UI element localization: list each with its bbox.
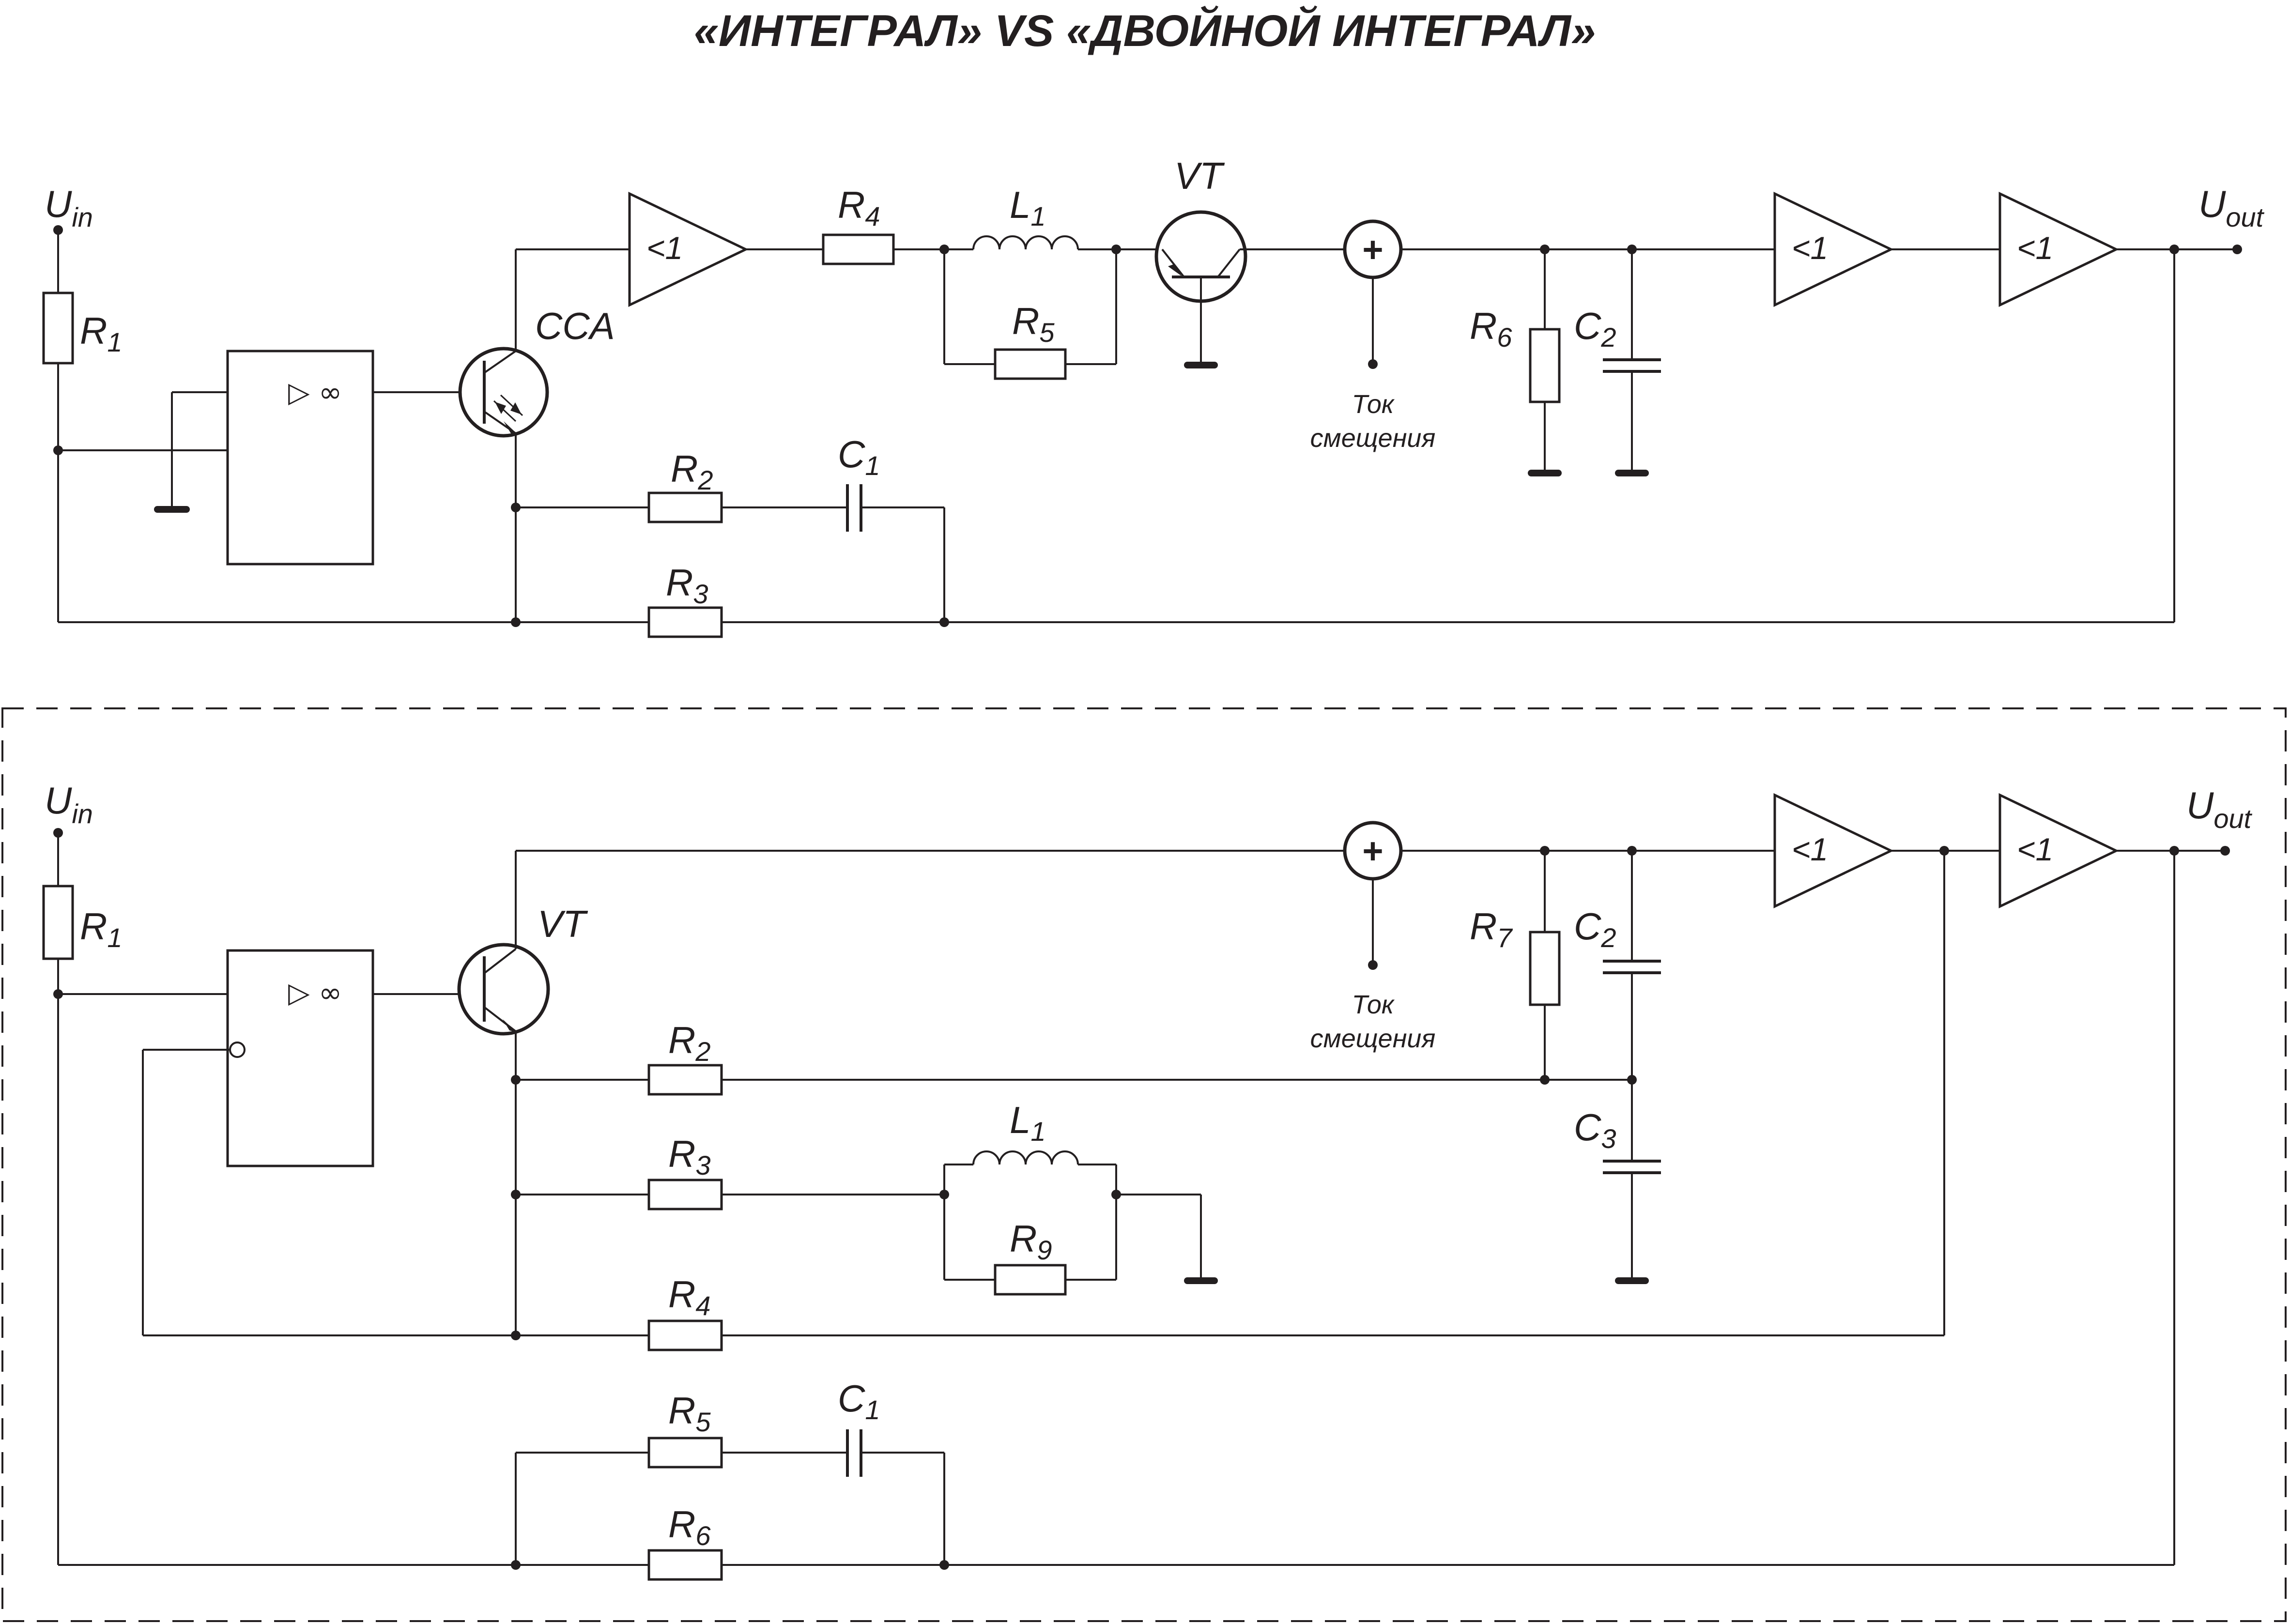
bottom-vt-label: VT <box>538 903 588 945</box>
bottom-comparator-symbol: ▷ ∞ <box>288 976 342 1009</box>
top-uin-label: Uin <box>45 183 93 232</box>
bottom-inverting-input-circle <box>229 1042 246 1058</box>
top-bias-label-line1: Ток <box>1352 390 1395 419</box>
top-l1-label: L1 <box>1010 184 1046 231</box>
svg-text:Uin: Uin <box>45 779 93 829</box>
top-circuit: + <box>42 154 2265 638</box>
bottom-r2-resistor <box>647 1064 723 1096</box>
bottom-uin-label: Uin <box>45 779 93 829</box>
bottom-r9-label: R9 <box>1010 1217 1052 1265</box>
bottom-r4-resistor <box>647 1319 723 1351</box>
bottom-r9-resistor <box>994 1264 1067 1296</box>
bottom-l1-label: L1 <box>1010 1099 1046 1147</box>
bottom-amp-2-label: <1 <box>2017 831 2053 867</box>
top-r1-label: R1 <box>80 309 123 357</box>
bottom-r3-resistor <box>647 1179 723 1210</box>
top-r3-resistor <box>647 606 723 638</box>
bottom-circuit: + <box>42 779 2253 1581</box>
top-amp-1 <box>628 192 749 307</box>
top-amp-3-label: <1 <box>2017 230 2053 266</box>
bottom-r1-resistor <box>42 885 74 960</box>
bottom-c3-label: C3 <box>1574 1106 1616 1154</box>
bottom-r7-label: R7 <box>1470 905 1513 953</box>
bottom-l1-inductor <box>972 1150 1079 1165</box>
top-transistor-label: CCA <box>535 305 615 347</box>
top-amp-1-label: <1 <box>646 230 683 266</box>
top-c1-label: C1 <box>838 433 880 481</box>
bottom-c1-label: C1 <box>838 1377 880 1425</box>
bottom-bias-terminal <box>1368 960 1378 970</box>
top-comparator <box>226 350 374 566</box>
top-amp-3 <box>1998 192 2119 307</box>
bottom-r5-label: R5 <box>668 1389 711 1437</box>
bottom-r2-label: R2 <box>668 1019 711 1067</box>
top-r2-resistor <box>647 491 723 523</box>
top-r6-label: R6 <box>1470 305 1512 352</box>
top-amp-2-label: <1 <box>1792 230 1828 266</box>
top-bias-terminal <box>1368 359 1378 369</box>
dashed-frame <box>1 707 2287 1622</box>
bottom-r6-resistor <box>647 1549 723 1581</box>
top-vt-label: VT <box>1174 154 1225 197</box>
top-comparator-symbol: ▷ ∞ <box>288 376 342 409</box>
bottom-comparator <box>226 949 374 1167</box>
top-cca-transistor <box>458 347 549 438</box>
bottom-vt-transistor <box>457 943 550 1036</box>
top-r2-label: R2 <box>671 447 713 495</box>
bottom-r4-label: R4 <box>668 1273 711 1321</box>
bottom-r6-label: R6 <box>668 1503 711 1551</box>
bottom-amp-1 <box>1773 793 1894 908</box>
svg-text:Uout: Uout <box>2186 784 2253 834</box>
top-r5-label: R5 <box>1012 300 1055 348</box>
svg-text:Uin: Uin <box>45 183 93 232</box>
bottom-r1-label: R1 <box>80 905 123 953</box>
top-r6-resistor <box>1529 328 1561 403</box>
bottom-uout-terminal <box>2220 846 2230 856</box>
bottom-uout-label: Uout <box>2186 784 2253 834</box>
bottom-amp-2 <box>1998 793 2119 908</box>
bottom-c2-label: C2 <box>1574 905 1616 953</box>
svg-text:+: + <box>1362 831 1383 871</box>
top-c2-label: C2 <box>1574 305 1616 352</box>
svg-text:+: + <box>1362 230 1383 270</box>
top-bias-label-line2: смещения <box>1310 424 1436 453</box>
bottom-r3-label: R3 <box>668 1133 711 1180</box>
svg-text:Uout: Uout <box>2198 183 2265 232</box>
top-r5-resistor <box>994 348 1067 380</box>
bottom-bias-label-line1: Ток <box>1352 990 1395 1019</box>
bottom-amp-1-label: <1 <box>1792 831 1828 867</box>
top-l1-inductor <box>972 235 1079 250</box>
diagram-title: «ИНТЕГРАЛ» VS «ДВОЙНОЙ ИНТЕГРАЛ» <box>694 5 1596 56</box>
top-uout-label: Uout <box>2198 183 2265 232</box>
top-r3-label: R3 <box>666 561 708 609</box>
top-r4-resistor <box>822 233 895 265</box>
bottom-bias-label-line2: смещения <box>1310 1024 1436 1053</box>
bottom-r5-resistor <box>647 1437 723 1469</box>
top-r1-resistor <box>42 291 74 365</box>
bottom-r7-resistor <box>1529 931 1561 1006</box>
top-r4-label: R4 <box>838 184 880 231</box>
top-uout-terminal <box>2232 245 2242 254</box>
